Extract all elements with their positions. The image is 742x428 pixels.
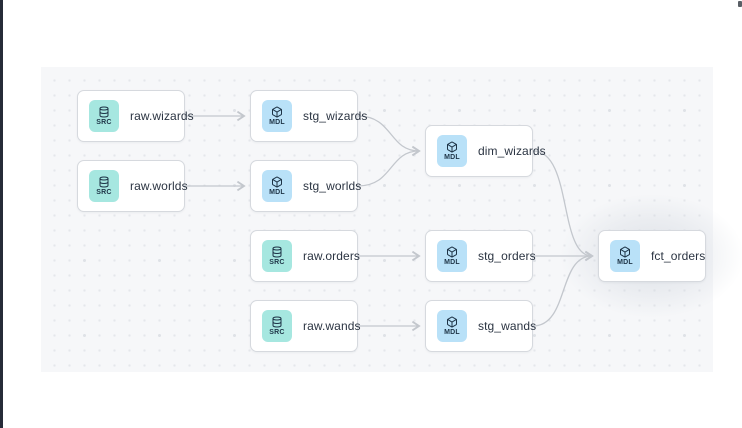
cube-icon (272, 176, 282, 188)
node-type-label: MDL (444, 329, 460, 336)
node-type-label: MDL (269, 119, 285, 126)
node-name-label: raw.wands (303, 319, 361, 333)
node-type-badge: MDL (610, 240, 640, 272)
node-type-label: MDL (444, 259, 460, 266)
node-stg-wizards[interactable]: MDL stg_wizards (250, 90, 367, 142)
node-raw-wands[interactable]: SRC raw.wands (250, 300, 361, 352)
node-type-badge: MDL (262, 170, 292, 202)
node-type-badge: MDL (437, 135, 467, 167)
node-fct-orders[interactable]: MDL fct_orders (598, 230, 706, 282)
node-raw-worlds[interactable]: SRC raw.worlds (77, 160, 188, 212)
node-type-badge: SRC (262, 240, 292, 272)
node-type-badge: SRC (89, 170, 119, 202)
node-type-badge: MDL (437, 240, 467, 272)
corner-artifact (738, 1, 742, 7)
node-name-label: raw.worlds (130, 179, 188, 193)
edge-stg-worlds-to-dim-wizards (357, 145, 421, 187)
node-type-badge: SRC (89, 100, 119, 132)
edge-dim-wizards-to-fct-orders (532, 150, 594, 262)
lineage-canvas[interactable]: SRC raw.wizards MDL stg_wizards (41, 67, 742, 372)
node-stg-worlds[interactable]: MDL stg_worlds (250, 160, 362, 212)
window-left-edge-strip (0, 0, 3, 428)
edges-layer (185, 110, 594, 332)
node-type-label: SRC (269, 329, 285, 336)
node-name-label: raw.wizards (130, 109, 194, 123)
node-name-label: raw.orders (303, 249, 361, 263)
database-icon (99, 106, 109, 118)
node-name-label: stg_orders (478, 249, 536, 263)
cube-icon (620, 246, 630, 258)
node-raw-orders[interactable]: SRC raw.orders (250, 230, 361, 282)
node-type-label: MDL (444, 154, 460, 161)
node-raw-wizards[interactable]: SRC raw.wizards (77, 90, 194, 142)
database-icon (272, 246, 282, 258)
node-dim-wizards[interactable]: MDL dim_wizards (425, 125, 546, 177)
node-type-badge: SRC (262, 310, 292, 342)
edge-stg-wizards-to-dim-wizards (357, 115, 421, 157)
cube-icon (272, 106, 282, 118)
node-type-label: SRC (269, 259, 285, 266)
database-icon (99, 176, 109, 188)
cube-icon (447, 316, 457, 328)
node-stg-wands[interactable]: MDL stg_wands (425, 300, 537, 352)
node-type-label: MDL (269, 189, 285, 196)
database-icon (272, 316, 282, 328)
cube-icon (447, 141, 457, 153)
node-type-label: SRC (96, 119, 112, 126)
node-name-label: stg_worlds (303, 179, 362, 193)
node-type-label: MDL (617, 259, 633, 266)
edge-stg-wands-to-fct-orders (532, 250, 594, 327)
node-type-badge: MDL (437, 310, 467, 342)
node-type-label: SRC (96, 189, 112, 196)
node-name-label: stg_wands (478, 319, 537, 333)
node-name-label: fct_orders (651, 249, 706, 263)
node-name-label: dim_wizards (478, 144, 546, 158)
node-name-label: stg_wizards (303, 109, 368, 123)
cube-icon (447, 246, 457, 258)
node-type-badge: MDL (262, 100, 292, 132)
node-stg-orders[interactable]: MDL stg_orders (425, 230, 536, 282)
